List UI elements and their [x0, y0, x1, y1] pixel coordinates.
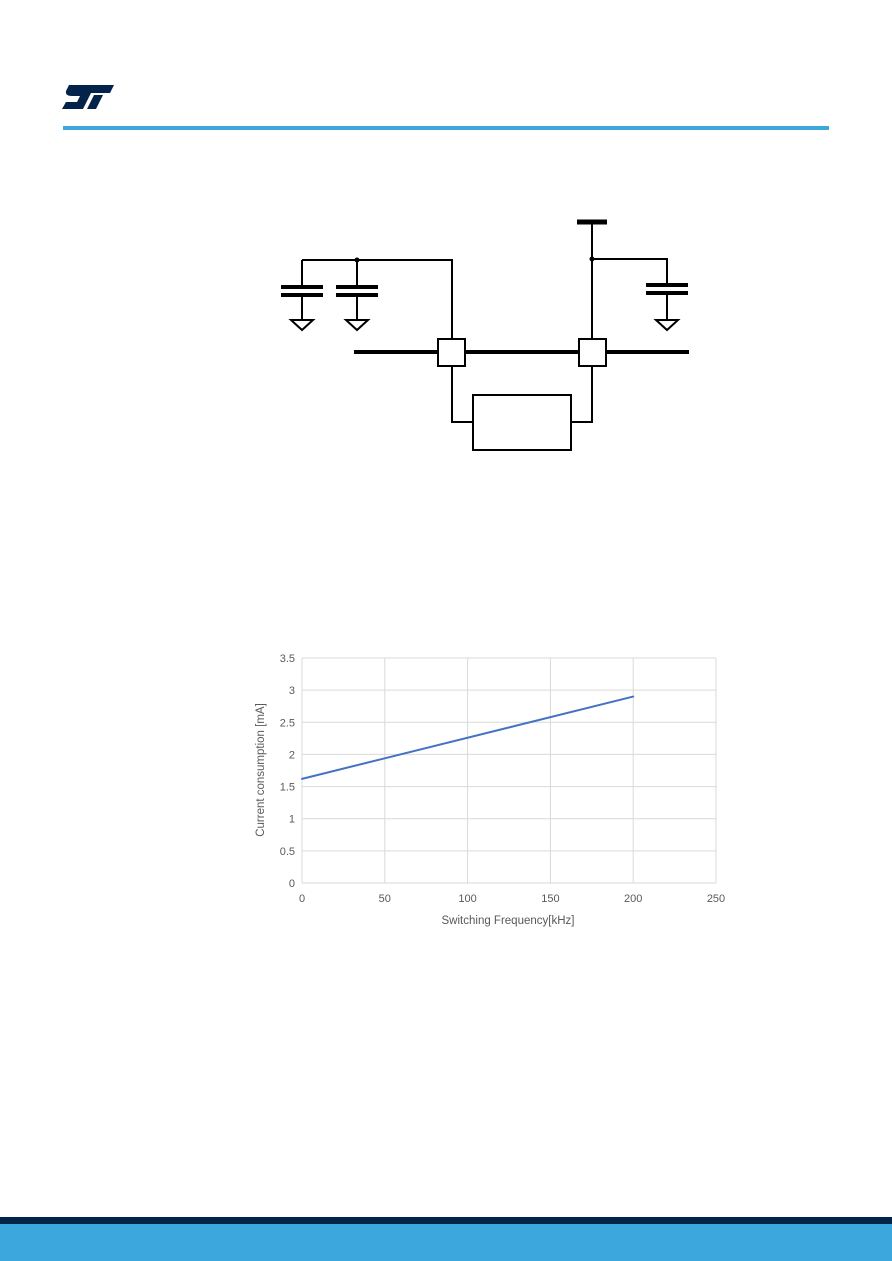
left-loop-wire	[451, 366, 473, 423]
st-logo-icon	[62, 85, 114, 109]
st-logo-t-shape	[87, 95, 103, 109]
x-tick-label: 200	[624, 893, 642, 905]
y-axis-label: Current consumption [mA]	[255, 703, 267, 837]
y-axis-ticks: 0 0.5 1 1.5 2 2.5 3 3.5	[280, 653, 295, 890]
right-connector-pad	[578, 338, 607, 367]
left-capacitor-rail	[302, 259, 453, 338]
y-tick-label: 3	[289, 685, 295, 697]
x-tick-label: 100	[458, 893, 476, 905]
y-tick-label: 0	[289, 878, 295, 890]
header-rule	[63, 126, 829, 130]
x-tick-label: 50	[379, 893, 391, 905]
footer-light-band	[0, 1224, 892, 1261]
current-consumption-chart: 0 50 100 150 200 250 0 0.5 1 1.5 2 2.5 3 3.5 Switchi…	[255, 653, 725, 927]
y-tick-label: 1	[289, 814, 295, 826]
x-axis-label: Switching Frequency[kHz]	[442, 915, 575, 927]
x-tick-label: 0	[299, 893, 305, 905]
chart-marks	[301, 695, 635, 780]
x-axis-ticks: 0 50 100 150 200 250	[299, 893, 725, 905]
right-capacitor-rail	[592, 258, 668, 285]
cap1-ground-icon	[288, 319, 316, 332]
st-logo-s-shape	[62, 85, 114, 109]
chart-grid	[301, 657, 717, 884]
cap3-ground-icon	[653, 319, 681, 332]
series-line	[301, 695, 635, 780]
y-tick-label: 2	[289, 749, 295, 761]
x-tick-label: 250	[707, 893, 725, 905]
y-tick-label: 3.5	[280, 653, 295, 665]
x-tick-label: 150	[541, 893, 559, 905]
component-block	[472, 394, 572, 451]
right-loop-wire	[571, 366, 593, 423]
y-tick-label: 0.5	[280, 846, 295, 858]
circuit-schematic	[281, 219, 689, 451]
cap2-ground-icon	[343, 319, 371, 332]
footer-dark-band	[0, 1217, 892, 1224]
y-tick-label: 1.5	[280, 782, 295, 794]
y-tick-label: 2.5	[280, 717, 295, 729]
left-connector-pad	[437, 338, 466, 367]
